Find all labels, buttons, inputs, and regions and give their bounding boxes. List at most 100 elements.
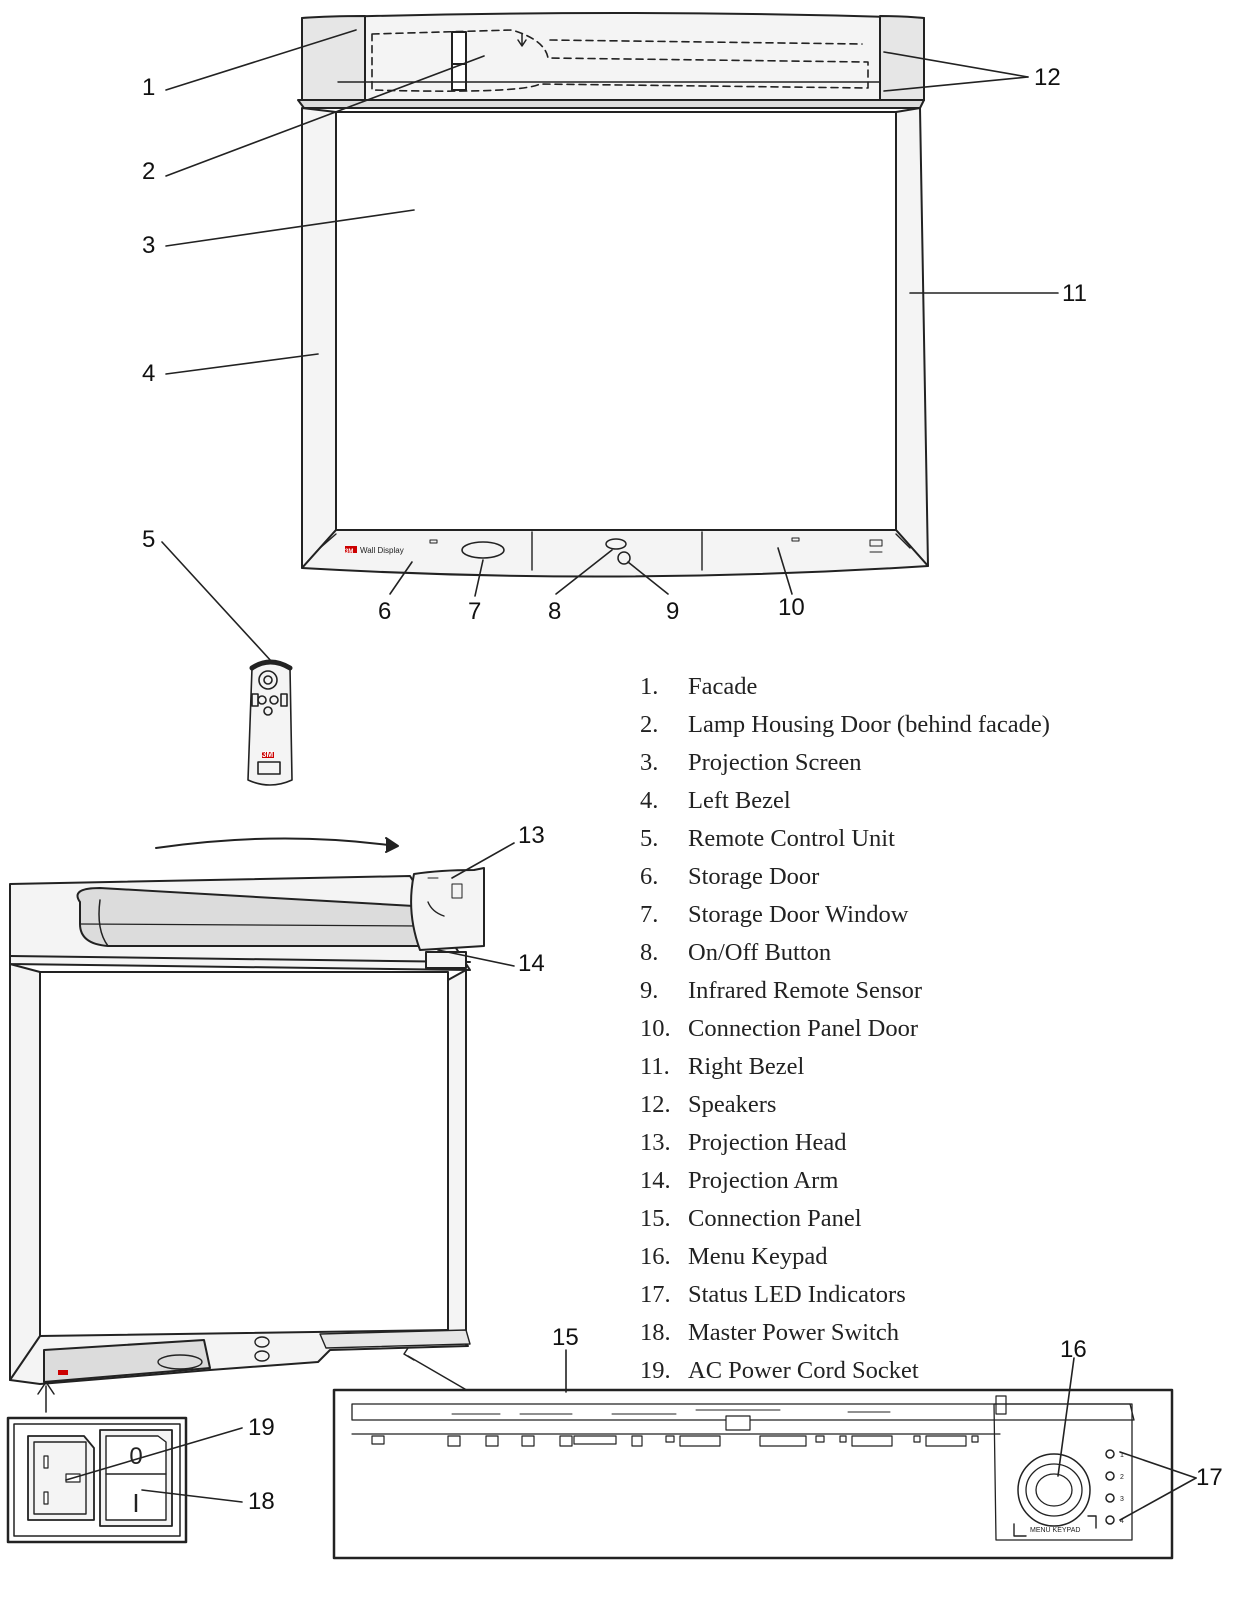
remote-control [247,659,293,786]
led-number-2: 2 [1120,1474,1124,1481]
leader-lines-front [161,29,1059,663]
legend-label: Lamp Housing Door (behind facade) [688,711,1050,738]
legend-label: Storage Door [688,863,820,890]
legend-item: 16. Menu Keypad [640,1238,1050,1276]
legend-label: Master Power Switch [688,1319,899,1346]
legend-item: 6. Storage Door [640,858,1050,896]
legend-label: Infrared Remote Sensor [688,977,923,1004]
callout-16: 16 [1060,1336,1087,1363]
led-3 [1105,1493,1115,1503]
legend-item: 3.Projection Screen [640,744,1050,782]
callout-14: 14 [518,950,545,977]
power-inset [6,1416,188,1544]
legend-item: 5.Remote Control Unit [640,820,1050,858]
menu-keypad [1017,1453,1091,1527]
front-view [297,12,929,578]
speaker-left [301,15,366,101]
brand-logo: 3M [345,549,353,555]
legend-number: 4. [640,787,659,814]
bottom-bezel [301,529,929,578]
legend-item: 7.Storage Door Window [640,896,1050,934]
callout-5: 5 [142,526,156,553]
remote-brand: 3M [262,750,273,759]
legend-number: 6. [640,863,659,890]
legend-item: 17. Status LED Indicators [640,1276,1050,1314]
legend-label: Menu Keypad [688,1243,828,1270]
callout-6: 6 [378,598,392,625]
product-label: Wall Display [360,546,404,555]
legend-item: 19. AC Power Cord Socket [640,1352,1050,1390]
callout-1: 1 [142,74,156,101]
legend-label: On/Off Button [688,939,832,966]
legend-number: 12. [640,1091,671,1118]
leader-lines-panel [565,1349,1197,1521]
ac-socket [27,1435,95,1521]
left-frame [9,963,41,1381]
right-frame [447,969,467,1347]
legend-item: 2. Lamp Housing Door (behind facade) [640,706,1050,744]
callout-8: 8 [548,598,562,625]
callout-15: 15 [552,1324,579,1351]
legend-number: 11. [640,1053,670,1080]
callout-17: 17 [1196,1464,1223,1491]
legend-number: 7. [640,901,659,928]
legend-item: 9. Infrared Remote Sensor [640,972,1050,1010]
legend-number: 17. [640,1281,671,1308]
projection-screen [335,111,897,531]
legend-number: 18. [640,1319,671,1346]
legend-label: Speakers [688,1091,777,1118]
lamp-latch [451,31,467,65]
legend-label: Connection Panel Door [688,1015,918,1042]
switch-off-symbol: 0 [129,1443,142,1470]
on-off-button [605,538,627,550]
legend-item: 14. Projection Arm [640,1162,1050,1200]
legend-label: AC Power Cord Socket [688,1357,919,1384]
legend-label: Status LED Indicators [688,1281,906,1308]
legend-number: 10. [640,1015,671,1042]
legend-item: 1.Facade [640,668,1050,706]
lamp-housing-door [371,29,869,92]
legend-item: 18. Master Power Switch [640,1314,1050,1352]
legend-item: 11.Right Bezel [640,1048,1050,1086]
legend-number: 16. [640,1243,671,1270]
infrared-sensor [617,551,631,565]
legend-number: 1. [640,673,659,700]
callout-4: 4 [142,360,156,387]
right-bezel [895,107,929,567]
legend-number: 14. [640,1167,671,1194]
legend-item: 10. Connection Panel Door [640,1010,1050,1048]
leader-lines-perspective [437,842,515,967]
legend-item: 13. Projection Head [640,1124,1050,1162]
led-number-3: 3 [1120,1496,1124,1503]
storage-door-window [461,541,505,559]
led-4 [1105,1515,1115,1525]
callout-9: 9 [666,598,680,625]
callout-10: 10 [778,594,805,621]
callout-13: 13 [518,822,545,849]
callout-7: 7 [468,598,482,625]
parts-legend: 1.Facade 2. Lamp Housing Door (behind faca… [640,668,1050,1390]
keypad-label: MENU KEYPAD [1030,1527,1080,1534]
legend-label: Connection Panel [688,1205,862,1232]
legend-number: 13. [640,1129,671,1156]
legend-label: Projection Arm [688,1167,839,1194]
callout-18: 18 [248,1488,275,1515]
switch-on-symbol: I [132,1488,139,1518]
legend-item: 8. On/Off Button [640,934,1050,972]
legend-label: Remote Control Unit [688,825,895,852]
projection-head [410,867,485,951]
callout-11: 11 [1062,280,1087,307]
connection-panel [332,1388,1174,1560]
legend-label: Projection Head [688,1129,847,1156]
legend-number: 9. [640,977,659,1004]
legend-number: 2. [640,711,659,738]
perspective-screen [39,971,449,1337]
left-bezel [301,107,337,569]
legend-number: 8. [640,939,659,966]
led-1 [1105,1449,1115,1459]
legend-number: 3. [640,749,659,776]
legend-number: 19. [640,1357,671,1384]
top-bezel-strip [297,99,925,109]
